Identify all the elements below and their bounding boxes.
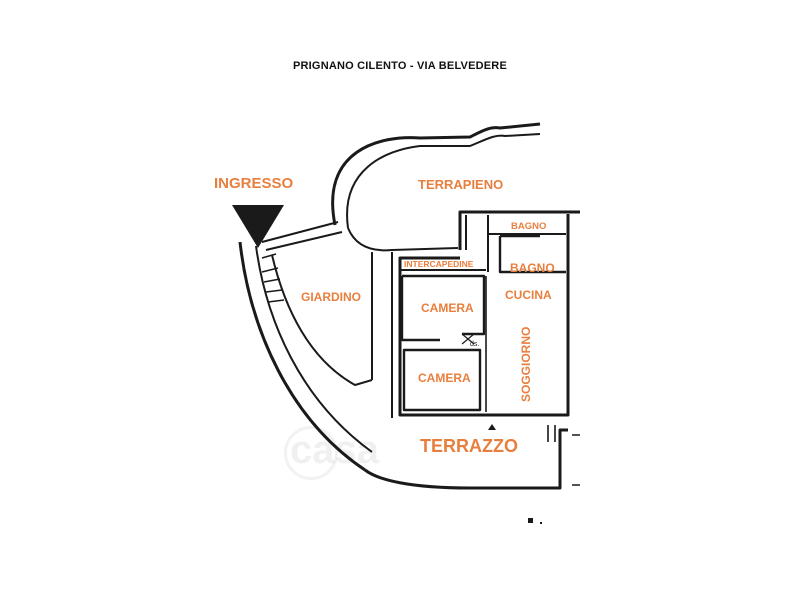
watermark: casa [290,428,379,472]
label-cucina: CUCINA [505,288,552,302]
label-camera-2: CAMERA [418,371,471,385]
terrapieno-return-wall [347,227,459,252]
label-bagno-2: BAGNO [510,261,555,275]
terrapieno-inner-wall [346,133,541,229]
ingresso-arrow-icon [232,205,284,248]
label-giardino: GIARDINO [301,290,361,304]
marker-dot-icon [528,518,533,523]
label-bagno-1: BAGNO [511,221,546,232]
label-terrapieno: TERRAPIENO [418,177,503,192]
stair-treads [261,253,285,303]
apartment-inner-shell [391,215,467,418]
label-soggiorno: SOGGIORNO [519,327,533,402]
apartment-outer-wall [398,210,580,417]
label-ds: ds. [470,341,479,348]
camera-2-walls [402,348,482,412]
bagno-walls [498,234,566,274]
walkway-wall [261,221,343,251]
terrapieno-outer-wall [331,122,541,226]
bagno-top-walls [487,215,566,272]
marker-dot-small-icon [540,522,542,524]
page-title: PRIGNANO CILENTO - VIA BELVEDERE [293,60,507,72]
stair-inner-wall [255,245,373,453]
camera-1-walls [400,274,486,342]
watermark-logo-icon [284,426,338,480]
label-camera-1: CAMERA [421,301,474,315]
label-terrazzo: TERRAZZO [420,436,518,456]
stair-outer-wall [238,241,366,472]
marker-triangle-icon [488,424,496,430]
door-swing [461,333,475,345]
label-ingresso: INGRESSO [214,175,294,192]
terrazzo-right-ticks [547,425,580,486]
terrazzo-outer-wall [364,428,568,490]
label-intercapedine: INTERCAPEDINE [404,259,474,269]
giardino-edge-wall [271,254,373,386]
